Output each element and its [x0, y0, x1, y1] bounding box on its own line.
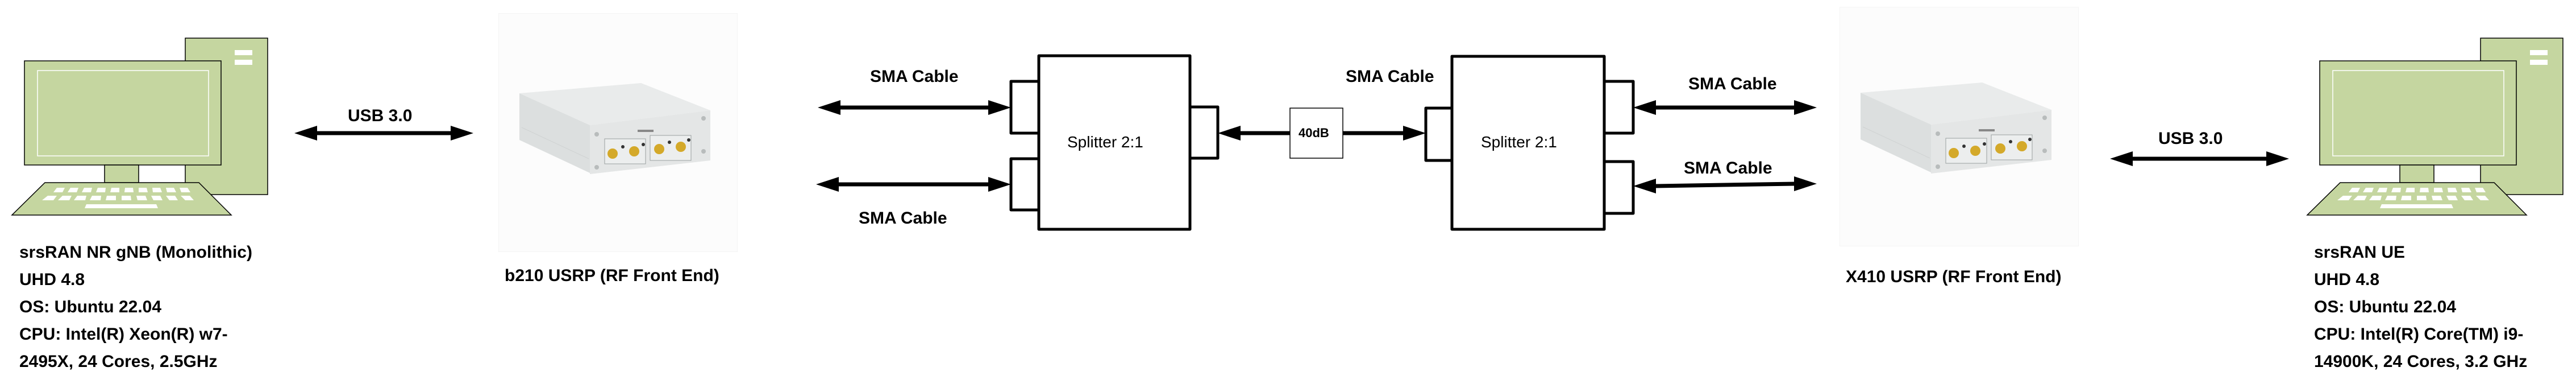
gnb-computer-icon [11, 38, 268, 216]
usrp-device-icon [1861, 82, 2051, 174]
gnb-host-name: srsRAN NR gNB (Monolithic) [19, 243, 252, 262]
sma-left-bottom-arrow [816, 177, 1011, 192]
ue-uhd-version: UHD 4.8 [2314, 270, 2380, 289]
sma-cable-right-top-label: SMA Cable [1688, 75, 1777, 93]
attenuator-box [1289, 108, 1343, 159]
sma-cable-middle-label: SMA Cable [1346, 67, 1434, 86]
sma-cable-right-bottom-label: SMA Cable [1684, 159, 1772, 178]
sma-cable-left-bottom-label: SMA Cable [859, 209, 947, 228]
ue-cpu-line-2: 14900K, 24 Cores, 3.2 GHz [2314, 352, 2528, 371]
ue-computer-icon [2307, 38, 2563, 216]
ue-os: OS: Ubuntu 22.04 [2314, 298, 2457, 316]
left-usb-label: USB 3.0 [348, 106, 413, 125]
ue-host-name: srsRAN UE [2314, 243, 2406, 262]
sma-right-top-arrow [1633, 100, 1817, 115]
usrp-device-icon [519, 83, 710, 174]
splitter-right-label: Splitter 2:1 [1481, 133, 1557, 151]
attenuator-left-arrow [1218, 126, 1290, 141]
gnb-cpu-line-2: 2495X, 24 Cores, 2.5GHz [19, 352, 218, 371]
right-usb-label: USB 3.0 [2158, 129, 2223, 148]
connection-arrows [294, 100, 2289, 193]
sma-right-bottom-arrow [1633, 176, 1817, 193]
ue-cpu-line-1: CPU: Intel(R) Core(TM) i9- [2314, 325, 2524, 344]
gnb-uhd-version: UHD 4.8 [19, 270, 85, 289]
ue-host-info: srsRAN UE UHD 4.8 OS: Ubuntu 22.04 CPU: … [2314, 239, 2527, 376]
b210-usrp-image [498, 13, 738, 252]
splitter-right-shape [1424, 55, 1635, 231]
splitter-left-shape [1009, 54, 1220, 231]
sma-left-top-arrow [818, 100, 1011, 115]
x410-usrp-image [1840, 7, 2079, 246]
x410-label: X410 USRP (RF Front End) [1846, 267, 2062, 286]
attenuator-right-arrow [1343, 126, 1426, 141]
gnb-cpu-line-1: CPU: Intel(R) Xeon(R) w7- [19, 325, 228, 344]
left-usb-arrow [294, 126, 473, 141]
right-usb-arrow [2110, 151, 2289, 166]
sma-cable-left-top-label: SMA Cable [870, 67, 959, 86]
b210-label: b210 USRP (RF Front End) [505, 266, 719, 285]
gnb-os: OS: Ubuntu 22.04 [19, 298, 162, 316]
attenuator-label: 40dB [1299, 126, 1329, 140]
gnb-host-info: srsRAN NR gNB (Monolithic) UHD 4.8 OS: U… [19, 239, 252, 376]
splitter-left-label: Splitter 2:1 [1067, 133, 1143, 151]
